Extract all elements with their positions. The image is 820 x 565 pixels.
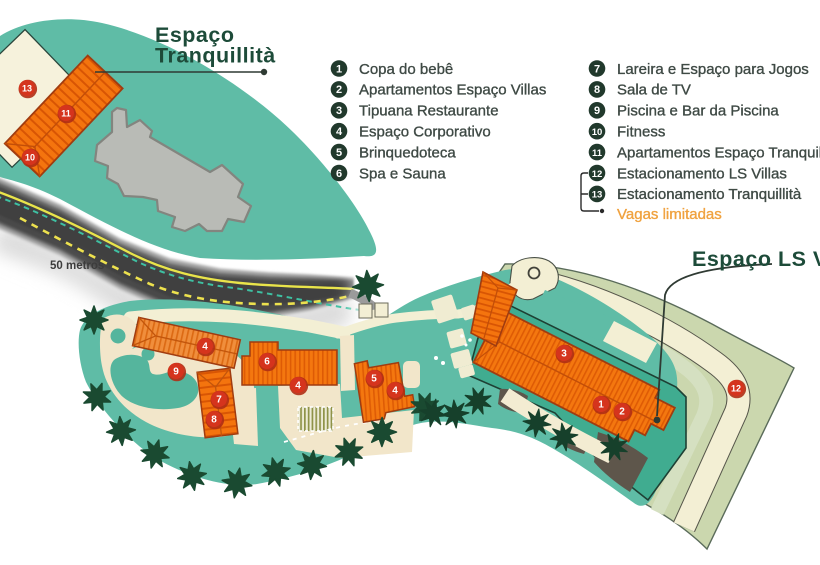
svg-text:4: 4 xyxy=(392,385,398,396)
svg-text:8: 8 xyxy=(594,84,600,96)
svg-text:Espaço LS Villas: Espaço LS Villas xyxy=(692,247,820,271)
svg-text:5: 5 xyxy=(371,373,377,384)
svg-text:4: 4 xyxy=(295,380,301,391)
svg-text:11: 11 xyxy=(61,108,71,118)
svg-text:6: 6 xyxy=(264,356,270,367)
svg-text:Lareira e Espaço para Jogos: Lareira e Espaço para Jogos xyxy=(617,61,809,78)
svg-text:7: 7 xyxy=(594,63,600,75)
svg-text:Sala de TV: Sala de TV xyxy=(617,82,691,99)
svg-text:3: 3 xyxy=(561,348,567,359)
svg-text:Apartamentos Espaço Tranquilli: Apartamentos Espaço Tranquillità xyxy=(617,144,820,161)
svg-text:5: 5 xyxy=(336,147,342,159)
svg-text:Estacionamento Tranquillità: Estacionamento Tranquillità xyxy=(617,186,802,203)
svg-text:12: 12 xyxy=(592,169,603,180)
svg-text:Copa do bebê: Copa do bebê xyxy=(359,61,453,78)
svg-text:1: 1 xyxy=(336,63,342,75)
svg-text:Tipuana Restaurante: Tipuana Restaurante xyxy=(359,103,499,120)
svg-text:9: 9 xyxy=(594,105,600,117)
svg-text:2: 2 xyxy=(336,84,342,96)
svg-text:Espaço: Espaço xyxy=(155,23,234,47)
svg-text:Spa e Sauna: Spa e Sauna xyxy=(359,165,446,182)
svg-text:7: 7 xyxy=(216,394,222,405)
svg-text:11: 11 xyxy=(592,148,603,159)
svg-text:6: 6 xyxy=(336,168,342,180)
svg-text:3: 3 xyxy=(336,105,342,117)
svg-text:4: 4 xyxy=(336,126,343,138)
svg-text:Vagas limitadas: Vagas limitadas xyxy=(617,206,722,223)
svg-text:Tranquillità: Tranquillità xyxy=(155,44,276,68)
svg-text:4: 4 xyxy=(202,341,208,352)
svg-text:2: 2 xyxy=(619,406,625,417)
svg-text:Apartamentos Espaço Villas: Apartamentos Espaço Villas xyxy=(359,82,546,99)
svg-text:10: 10 xyxy=(592,127,603,138)
svg-text:10: 10 xyxy=(25,152,35,162)
svg-text:1: 1 xyxy=(598,399,604,410)
svg-text:50 metros: 50 metros xyxy=(50,260,104,272)
svg-text:Piscina e Bar da Piscina: Piscina e Bar da Piscina xyxy=(617,103,779,120)
svg-text:9: 9 xyxy=(173,366,179,377)
svg-text:Brinquedoteca: Brinquedoteca xyxy=(359,144,456,161)
svg-text:13: 13 xyxy=(22,83,32,93)
svg-text:Fitness: Fitness xyxy=(617,124,665,141)
svg-text:13: 13 xyxy=(592,190,603,201)
svg-text:12: 12 xyxy=(731,383,741,393)
svg-text:Estacionamento LS Villas: Estacionamento LS Villas xyxy=(617,165,787,182)
svg-text:8: 8 xyxy=(211,414,217,425)
svg-text:Espaço Corporativo: Espaço Corporativo xyxy=(359,124,491,141)
